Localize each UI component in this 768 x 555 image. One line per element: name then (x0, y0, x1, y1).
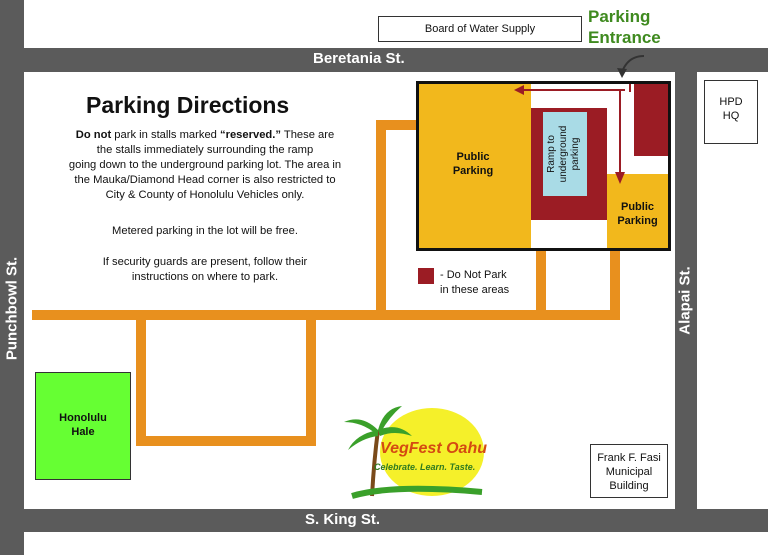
p1-text-b: These are (280, 129, 335, 141)
fasi-line1: Frank F. Fasi (597, 452, 661, 464)
street-label-king: S. King St. (305, 511, 380, 528)
reserved-bold: “reserved.” (220, 129, 281, 141)
p3-line1: If security guards are present, follow t… (102, 256, 308, 268)
vegfest-logo-tagline: Celebrate. Learn. Taste. (374, 462, 476, 472)
frank-fasi-building: Frank F. Fasi Municipal Building (590, 444, 668, 498)
hpd-line2: HQ (722, 110, 740, 122)
p1-text-a: park in stalls marked (111, 129, 220, 141)
directions-paragraph-1: Do not park in stalls marked “reserved.”… (30, 128, 380, 203)
p1-line5: City & County of Honolulu Vehicles only. (105, 189, 305, 201)
honolulu-hale: Honolulu Hale (35, 372, 131, 480)
path-left-vertical (136, 320, 146, 446)
legend-line2: in these areas (440, 284, 510, 296)
p1-line3: going down to the underground parking lo… (68, 159, 342, 171)
street-label-punchbowl: Punchbowl St. (3, 256, 21, 361)
directions-paragraph-2: Metered parking in the lot will be free. (112, 225, 298, 237)
block-right (697, 72, 768, 509)
public-parking-right-line2: Parking (617, 215, 658, 227)
honolulu-hale-line1: Honolulu (59, 412, 107, 424)
p3-line2: instructions on where to park. (131, 271, 279, 283)
path-upper-horizontal (376, 120, 418, 130)
fasi-line3: Building (609, 480, 649, 492)
do-not-park-corner (634, 84, 668, 156)
public-parking-right: Public Parking (607, 174, 668, 248)
parking-entrance-label: Parking Entrance (588, 6, 680, 48)
hpd-hq: HPD HQ (704, 80, 758, 144)
parking-entrance-line2: Entrance (588, 28, 661, 47)
street-label-alapai: Alapai St. (676, 266, 694, 335)
ramp-area: Ramp to underground parking (543, 112, 587, 196)
honolulu-hale-line2: Hale (71, 426, 95, 438)
traffic-arrows-icon (514, 84, 631, 184)
path-lot-vertical-2 (610, 250, 620, 314)
vegfest-logo-icon (344, 406, 484, 499)
path-mid-vertical (306, 320, 316, 446)
vegfest-logo-name: VegFest Oahu (380, 440, 487, 457)
p1-line2: the stalls immediately surrounding the r… (96, 144, 314, 156)
legend-text: - Do Not Park in these areas (440, 268, 509, 298)
p1-line4: the Mauka/Diamond Head corner is also re… (74, 174, 336, 186)
do-not-bold: Do not (75, 129, 112, 141)
block-bottom (24, 532, 768, 555)
public-parking-left-line2: Parking (452, 165, 494, 177)
fasi-line2: Municipal (605, 466, 653, 478)
page-title: Parking Directions (86, 92, 290, 118)
parking-lot: Public Parking Ramp to underground parki… (416, 81, 671, 251)
public-parking-right-line1: Public (620, 201, 654, 213)
public-parking-left-line1: Public (456, 151, 490, 163)
entrance-curve-arrow-icon (617, 55, 645, 78)
street-label-beretania: Beretania St. (313, 50, 405, 67)
legend-line1: - Do Not Park (440, 269, 507, 281)
parking-entrance-line1: Parking (588, 7, 651, 26)
path-upper-vertical (376, 120, 386, 314)
path-lot-vertical-1 (536, 250, 546, 314)
hpd-line1: HPD (719, 96, 743, 108)
path-lower-horizontal (136, 436, 316, 446)
directions-paragraph-3: If security guards are present, follow t… (30, 255, 380, 285)
board-of-water-supply: Board of Water Supply (378, 16, 582, 42)
path-main-horizontal (32, 310, 620, 320)
legend-swatch (418, 268, 434, 284)
public-parking-left: Public Parking (419, 84, 531, 248)
